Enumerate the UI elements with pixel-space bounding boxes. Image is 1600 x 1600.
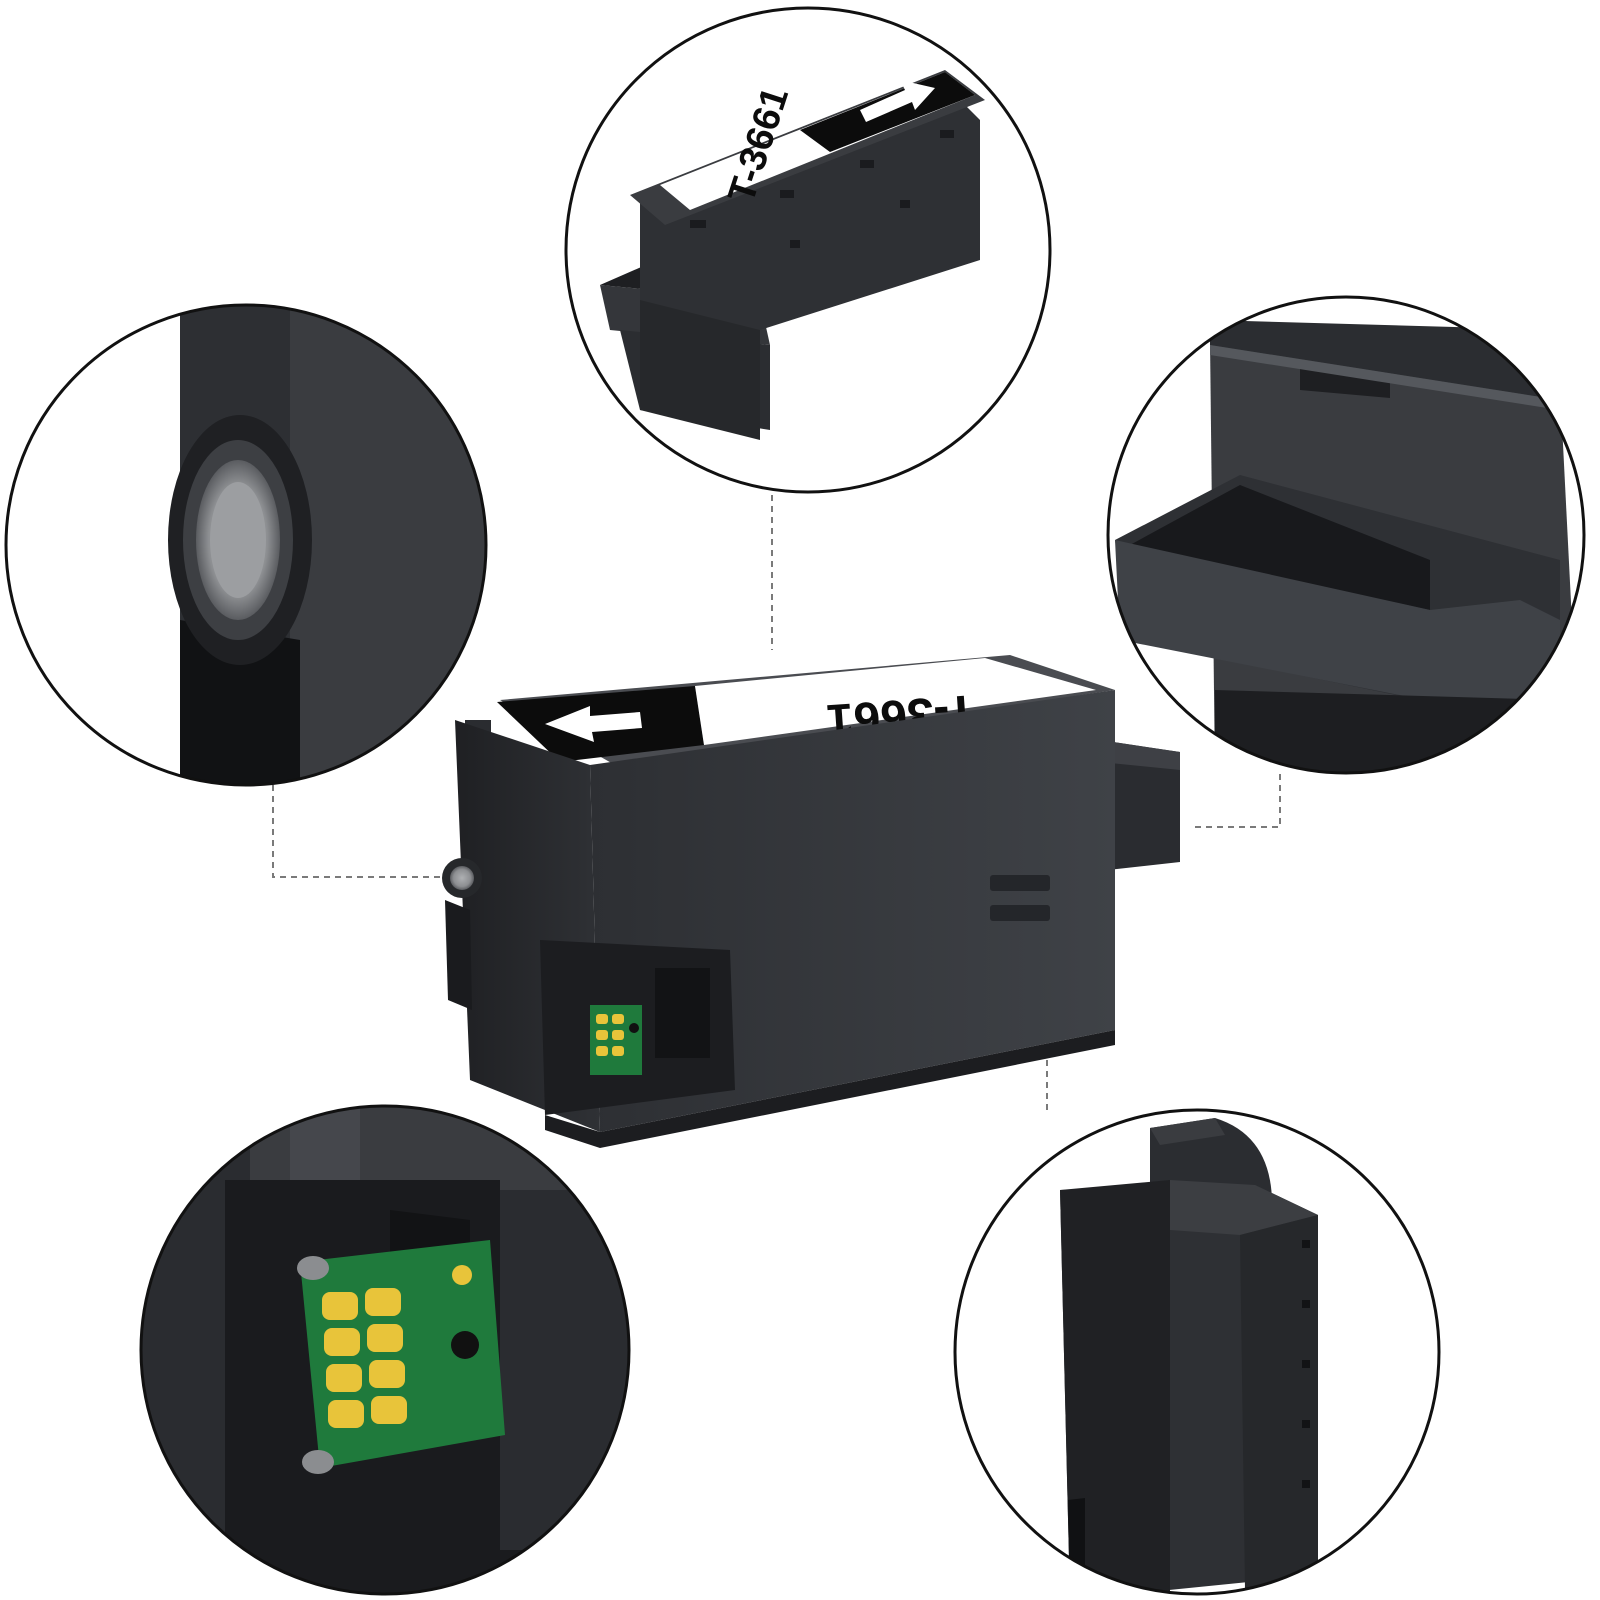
main-tray: [1100, 740, 1180, 870]
main-label-white: [695, 658, 1096, 745]
main-cartridge: T-3661: [442, 655, 1180, 1148]
leader-line-right: [1195, 772, 1281, 828]
main-arrow-icon: [545, 706, 642, 742]
closeup-chip-contacts: [322, 1265, 472, 1428]
detail-circle-rear-view: [953, 1108, 1441, 1596]
leader-line-left: [272, 785, 455, 878]
top-detail-arrow-icon: [860, 80, 935, 122]
detail-circle-side-port: [4, 303, 488, 787]
detail-circle-tray-edge: [1106, 295, 1586, 775]
main-clip-lower: [990, 905, 1050, 921]
main-clip-upper: [990, 875, 1050, 891]
detail-circle-top-label: T-3661: [564, 6, 1052, 494]
detail-circle-chip-closeup: [139, 1104, 631, 1596]
closeup-chip-hole-icon: [451, 1331, 479, 1359]
